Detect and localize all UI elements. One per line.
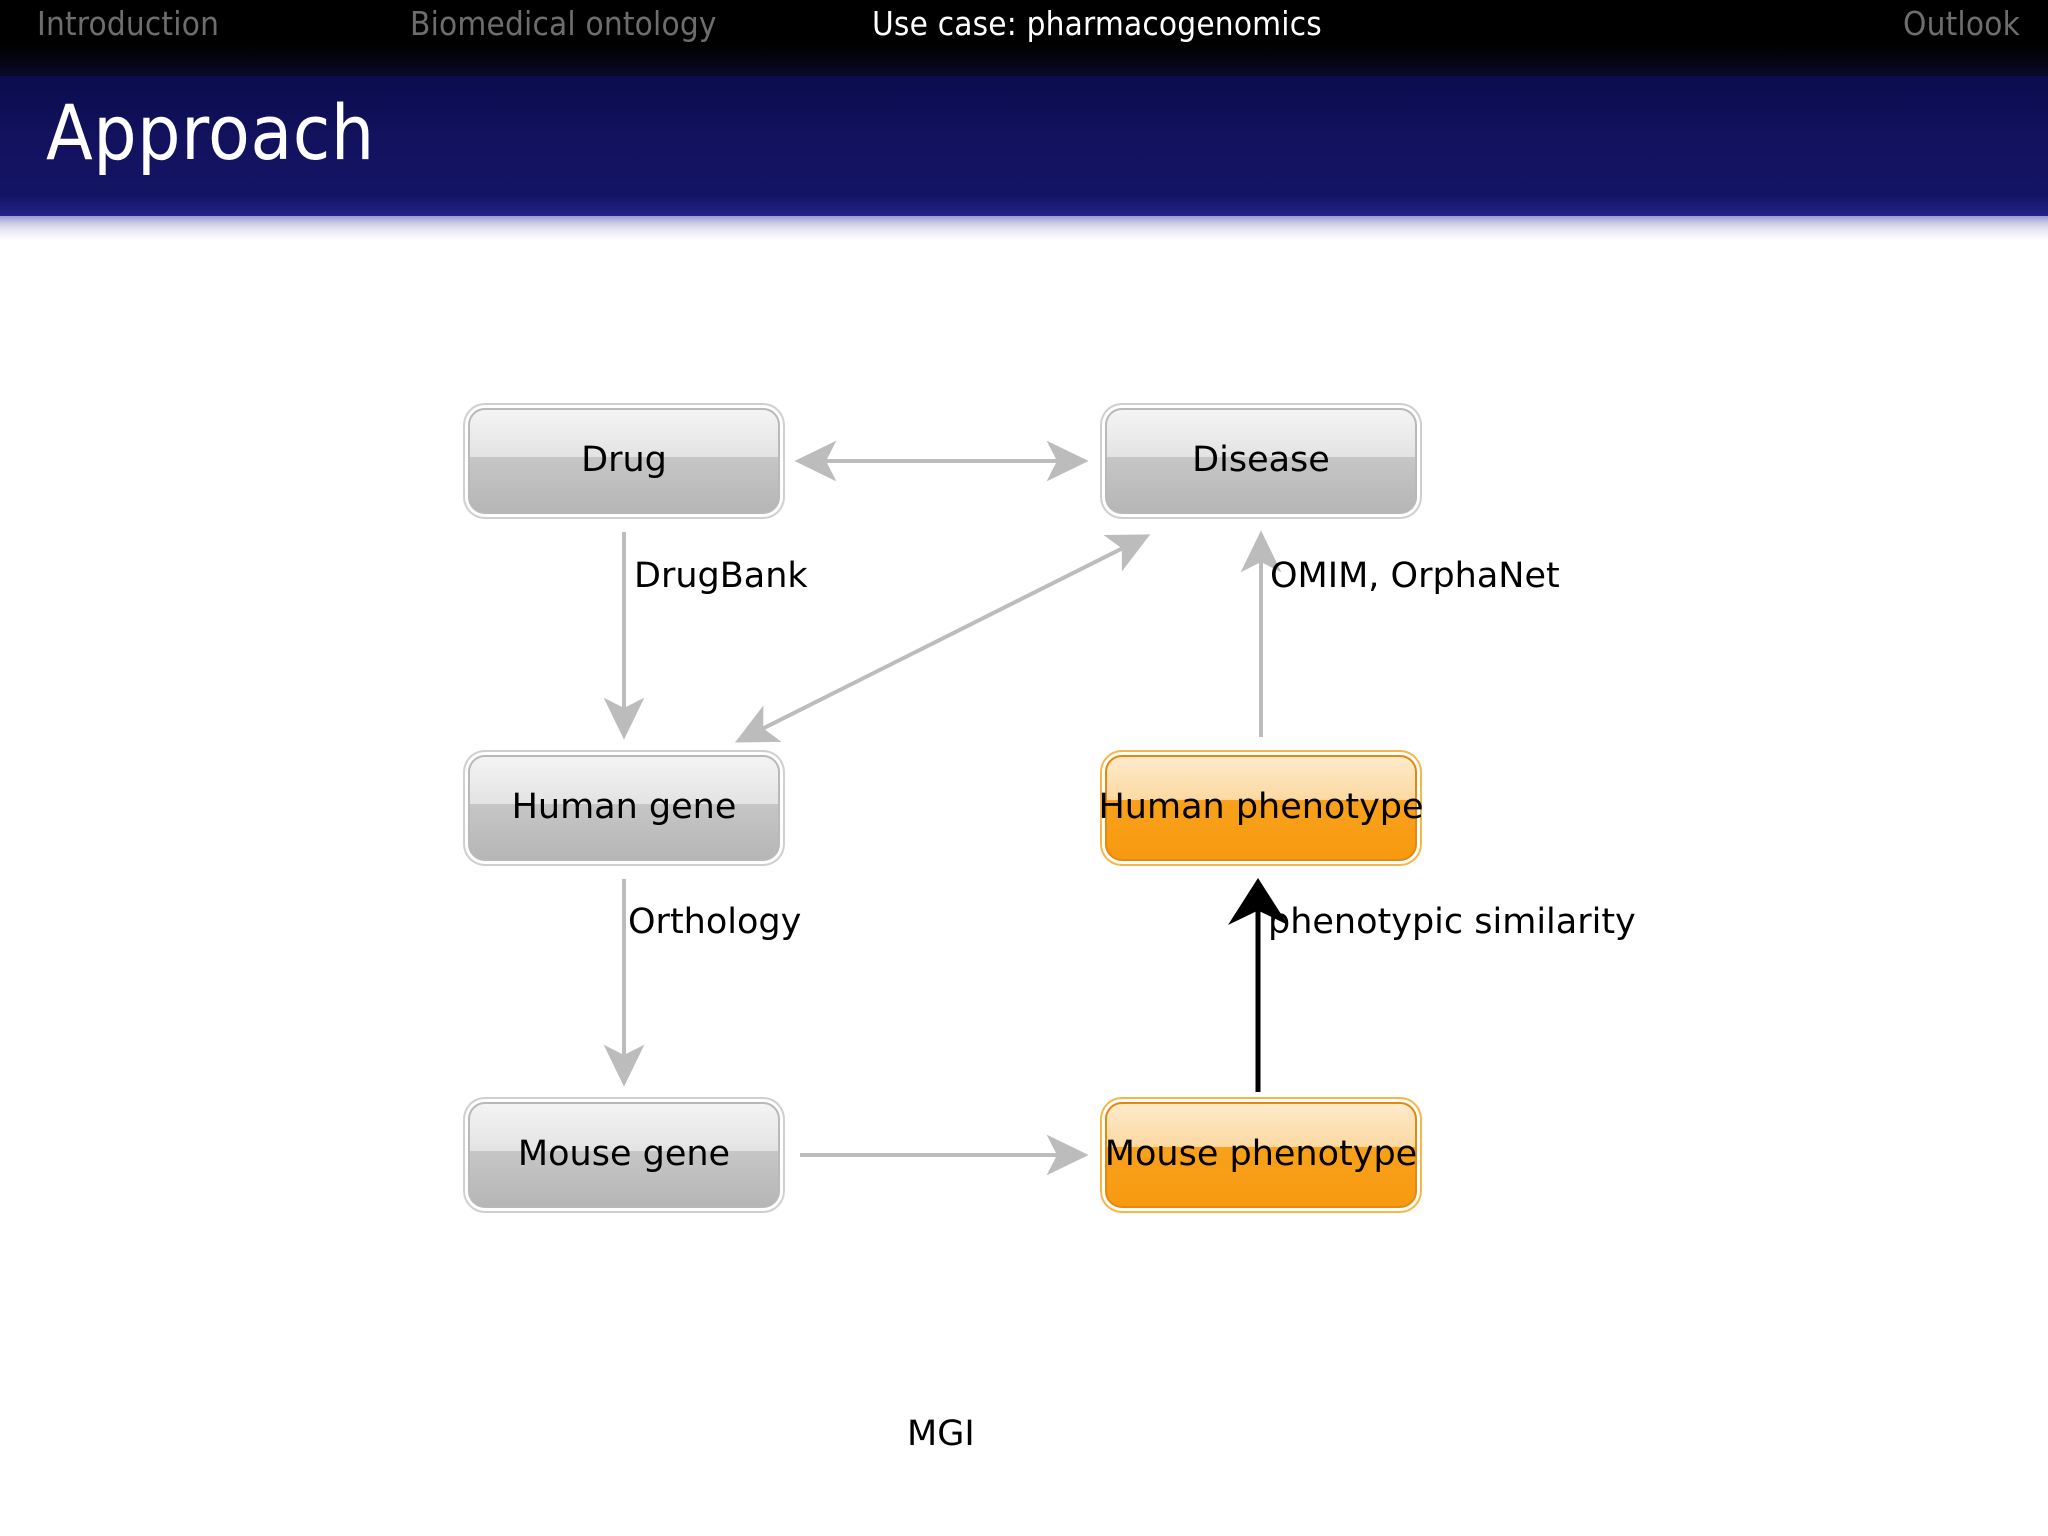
node-human-gene[interactable]: Human gene — [468, 755, 780, 861]
nav-item-outlook[interactable]: Outlook — [1903, 4, 2020, 43]
node-mouse-phenotype-label: Mouse phenotype — [1104, 1134, 1418, 1174]
page-title: Approach — [46, 88, 375, 177]
slide-title-bar: Approach — [0, 76, 2048, 216]
header-nav-bar: Introduction Biomedical ontology Use cas… — [0, 0, 2048, 76]
node-mouse-phenotype[interactable]: Mouse phenotype — [1105, 1102, 1417, 1208]
approach-diagram: Drug Disease Human gene Human phenotype … — [0, 240, 2048, 1536]
node-mouse-gene[interactable]: Mouse gene — [468, 1102, 780, 1208]
nav-item-use-case-pharmacogenomics[interactable]: Use case: pharmacogenomics — [872, 4, 1322, 43]
edge-label-mgi: MGI — [907, 1414, 975, 1454]
node-drug-label: Drug — [581, 440, 667, 480]
node-human-phenotype[interactable]: Human phenotype — [1098, 755, 1424, 861]
node-human-phenotype-label: Human phenotype — [1098, 787, 1424, 827]
diagram-edges — [603, 440, 1288, 1176]
title-bar-fade-divider — [0, 216, 2048, 240]
node-drug[interactable]: Drug — [468, 408, 780, 514]
node-human-gene-label: Human gene — [511, 787, 737, 827]
edge-label-orthology: Orthology — [628, 902, 802, 942]
node-mouse-gene-label: Mouse gene — [517, 1134, 731, 1174]
edge-label-phenotypic-similarity: phenotypic similarity — [1268, 902, 1636, 942]
node-disease[interactable]: Disease — [1105, 408, 1417, 514]
nav-item-introduction[interactable]: Introduction — [37, 4, 220, 43]
nav-item-biomedical-ontology[interactable]: Biomedical ontology — [410, 4, 717, 43]
edge-label-omim-orphanet: OMIM, OrphaNet — [1270, 556, 1560, 596]
edge-label-drugbank: DrugBank — [634, 556, 808, 596]
edge-human-gene-disease — [734, 534, 1151, 743]
node-disease-label: Disease — [1192, 440, 1330, 480]
